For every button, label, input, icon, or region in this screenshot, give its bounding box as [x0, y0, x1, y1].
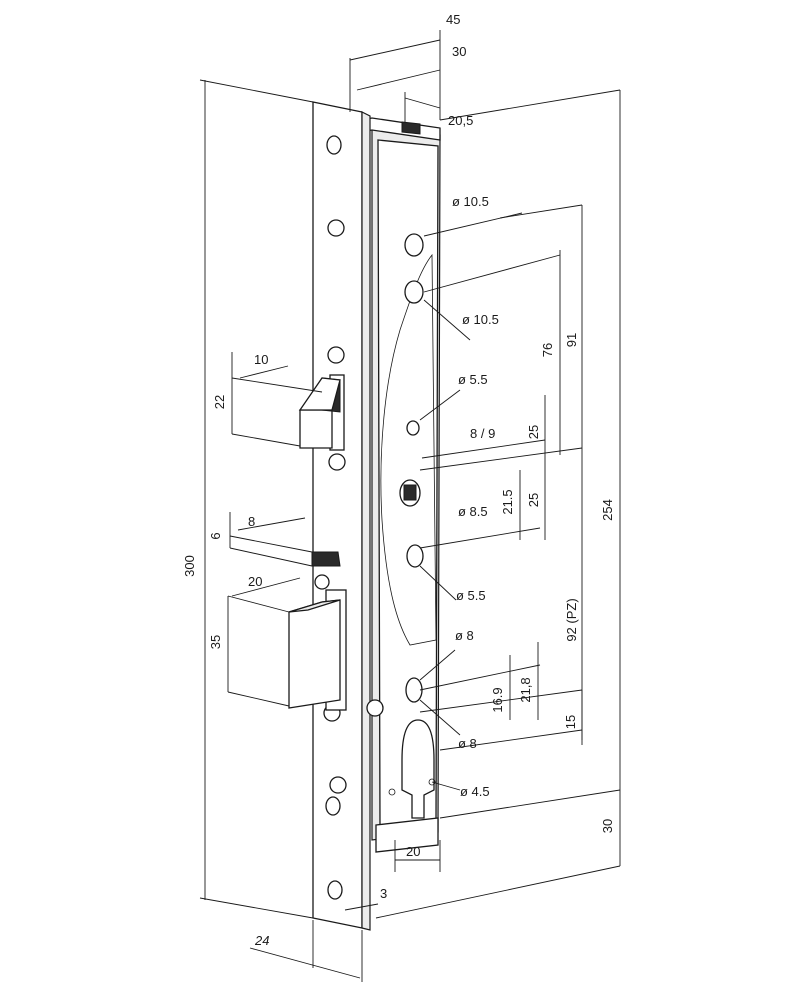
label-6: 6 — [208, 532, 223, 539]
dim-ext — [419, 689, 583, 713]
dim-ext — [199, 79, 314, 103]
dim-ext — [419, 447, 583, 471]
label-10: 10 — [254, 352, 268, 367]
label-24: 24 — [254, 933, 269, 948]
label-25-a: 25 — [526, 425, 541, 439]
label-35: 35 — [208, 635, 223, 649]
dim-ext — [499, 204, 583, 219]
dim-ext — [439, 89, 621, 121]
dim-ext — [229, 547, 313, 567]
label-30-bottom: 30 — [600, 819, 615, 833]
label-hole-10-5-b: ø 10.5 — [462, 312, 499, 327]
label-300: 300 — [182, 555, 197, 577]
label-254: 254 — [600, 499, 615, 521]
follower-square — [403, 484, 417, 501]
hole-10-5-lower — [404, 280, 424, 304]
dim-ext — [439, 789, 621, 819]
dim-ext — [229, 535, 313, 553]
latch-bolt — [298, 377, 341, 449]
label-hole-5-5-a: ø 5.5 — [458, 372, 488, 387]
label-20-cylinder: 20 — [406, 844, 420, 859]
label-92-pz: 92 (PZ) — [564, 598, 579, 641]
dim-line-10 — [239, 365, 289, 379]
hole-10-5-upper — [404, 233, 424, 257]
leader-5-5-a — [419, 389, 461, 421]
label-20-5: 20,5 — [448, 113, 473, 128]
label-hole-5-5-b: ø 5.5 — [456, 588, 486, 603]
label-25-b: 25 — [526, 493, 541, 507]
dead-latch-pin — [311, 551, 341, 567]
leader-8-b — [419, 699, 461, 736]
label-8-9: 8 / 9 — [470, 426, 495, 441]
hole-4-5-right — [428, 778, 436, 786]
faceplate-screw-hole — [327, 880, 343, 900]
leader-4-5 — [431, 781, 461, 791]
faceplate-screw — [314, 574, 330, 590]
dim-line-45 — [349, 39, 441, 61]
dim-line-8-deadlatch — [237, 517, 306, 531]
label-30-top: 30 — [452, 44, 466, 59]
dim-ext — [375, 865, 621, 919]
label-91: 91 — [564, 333, 579, 347]
case-screw — [366, 699, 384, 717]
leader-10-5-b — [423, 299, 471, 341]
dim-line-30 — [356, 69, 441, 91]
dim-ext — [227, 595, 290, 613]
dead-latch — [311, 551, 341, 567]
deadbolt-top — [288, 599, 341, 613]
leader-8-a — [419, 649, 456, 681]
dim-ext — [439, 729, 583, 751]
label-15: 15 — [563, 715, 578, 729]
label-8-deadlatch: 8 — [248, 514, 255, 529]
label-16-9: 16.9 — [490, 687, 505, 712]
label-3: 3 — [380, 886, 387, 901]
dimensions: 45 30 20,5 ø 10.5 ø 10.5 ø 5.5 8 / 9 ø 8… — [182, 12, 621, 982]
dim-ext — [231, 433, 301, 447]
dim-ext — [199, 897, 314, 919]
dim-ext — [227, 691, 290, 707]
leader-5-5-b — [419, 565, 457, 601]
label-hole-4-5: ø 4.5 — [460, 784, 490, 799]
dim-ext — [423, 254, 561, 293]
label-22: 22 — [212, 395, 227, 409]
dim-line-20-5 — [404, 97, 441, 109]
dim-ext — [419, 664, 541, 691]
lock-case-bottom — [375, 817, 439, 853]
faceplate-screw — [328, 453, 346, 471]
faceplate-screw — [327, 346, 345, 364]
label-76: 76 — [540, 343, 555, 357]
hole-5-5-upper — [406, 420, 420, 436]
deadbolt — [288, 599, 341, 709]
leader-8-9 — [421, 439, 546, 459]
dim-line-20-bolt — [231, 577, 301, 597]
deadbolt-front — [288, 599, 341, 709]
label-hole-10-5-a: ø 10.5 — [452, 194, 489, 209]
faceplate-screw-hole — [325, 796, 341, 816]
dim-line-3 — [344, 903, 379, 911]
hole-8-5 — [406, 544, 424, 568]
case-top-tab — [401, 121, 421, 135]
label-20-bolt: 20 — [248, 574, 262, 589]
label-hole-8-b: ø 8 — [458, 736, 477, 751]
faceplate-screw — [327, 219, 345, 237]
faceplate-edge — [361, 111, 371, 931]
latch-bolt-front — [299, 409, 333, 449]
hole-4-5-left — [388, 788, 396, 796]
dim-ext — [231, 377, 323, 393]
label-21-8: 21,8 — [518, 677, 533, 702]
latch-bolt-top — [298, 377, 341, 411]
faceplate-screw — [329, 776, 347, 794]
dim-line-24 — [249, 947, 361, 979]
label-hole-8-5: ø 8.5 — [458, 504, 488, 519]
label-hole-8-a: ø 8 — [455, 628, 474, 643]
faceplate-screw-hole — [326, 135, 342, 155]
label-21-5: 21.5 — [500, 489, 515, 514]
label-45: 45 — [446, 12, 460, 27]
euro-cylinder-cutout — [401, 719, 435, 819]
lock-body — [361, 117, 441, 853]
hole-8 — [405, 677, 423, 703]
